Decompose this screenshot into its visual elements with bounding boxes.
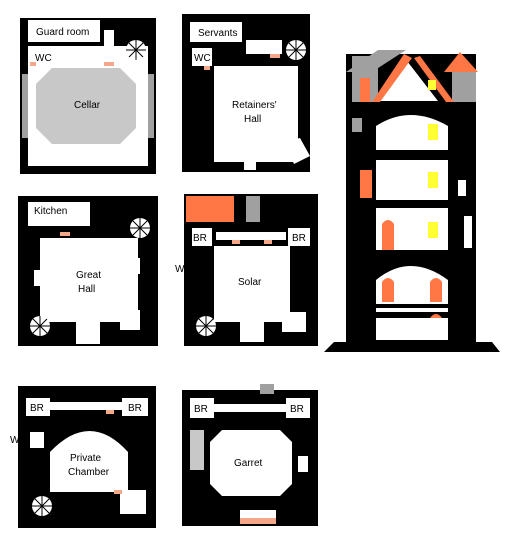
servants-label: Servants [198,28,237,39]
plan-retainers-hall: Servants WC Retainers' Hall [182,14,310,172]
br-left-label: BR [194,404,208,415]
tower-cross-section [324,50,500,352]
plan-great-hall: Kitchen Great Hall [18,196,158,346]
private-chamber-label-2: Chamber [68,467,110,478]
plan-garret: BR BR Garret [182,384,318,526]
br-right-label: BR [292,233,306,244]
retainers-hall-label-1: Retainers' [232,100,277,111]
great-hall-label-1: Great [76,270,101,281]
great-hall-label-2: Hall [78,284,95,295]
br-right-label: BR [290,404,304,415]
plan-solar: BR BR WC Solar [175,194,318,346]
wc-label: WC [10,435,27,446]
retainers-hall-label-2: Hall [244,114,261,125]
cellar-label: Cellar [74,100,101,111]
kitchen-label: Kitchen [34,206,67,217]
garret-label: Garret [234,458,263,469]
wc-label: WC [35,53,52,64]
br-left-label: BR [193,233,207,244]
plan-private-chamber: BR BR WC Private Chamber [10,386,156,528]
solar-label: Solar [238,277,262,288]
br-left-label: BR [30,403,44,414]
wc-label: WC [175,264,192,275]
wc-label: WC [194,53,211,64]
br-right-label: BR [128,403,142,414]
plan-cellar: Guard room WC Cellar [20,18,156,174]
guard-room-label: Guard room [36,27,89,38]
private-chamber-label-1: Private [70,453,102,464]
